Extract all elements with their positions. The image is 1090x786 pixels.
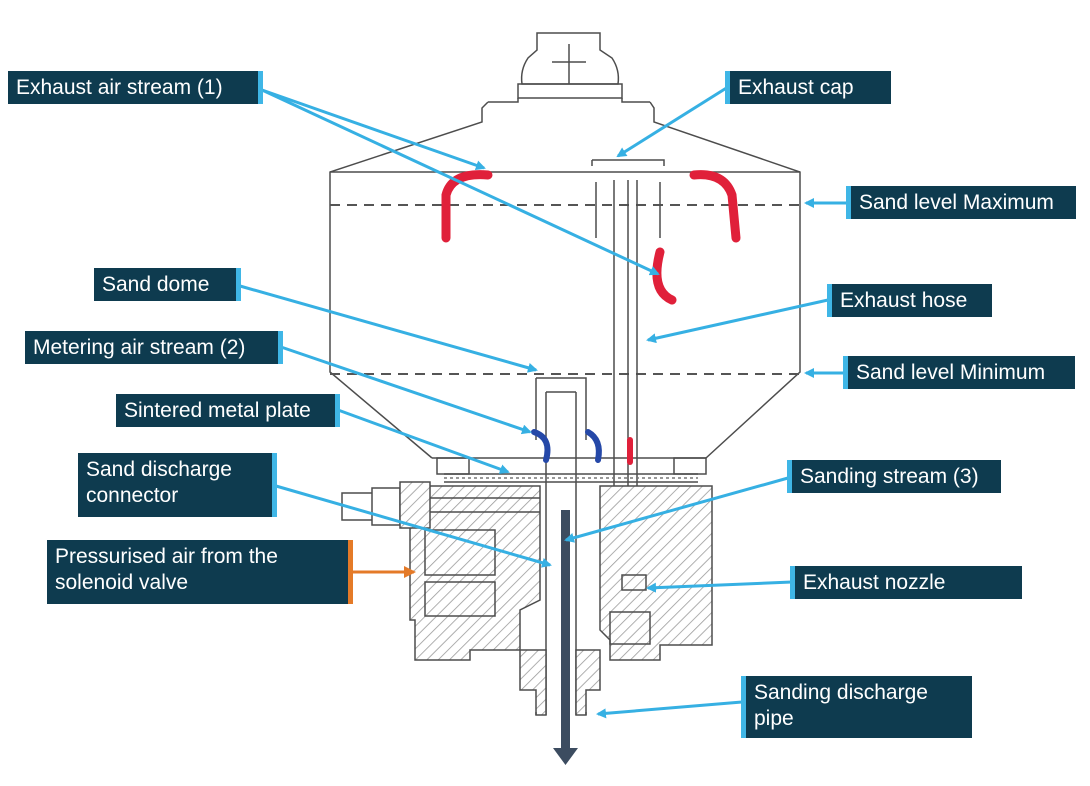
label-sand-dome: Sand dome <box>94 268 241 301</box>
leader-lines <box>239 85 848 719</box>
discharge-arrow-head <box>553 748 578 765</box>
leader-sintered-plate <box>337 408 510 474</box>
label-exhaust-hose: Exhaust hose <box>827 284 992 317</box>
leader-exhaust-hose <box>646 298 829 344</box>
leader-exhaust-nozzle <box>646 580 793 593</box>
metering-air-arrows <box>531 429 602 463</box>
blue-arrow-left <box>531 429 551 463</box>
blue-arrow-right <box>585 429 602 463</box>
label-sand-level-min: Sand level Minimum <box>843 356 1075 389</box>
leader-exhaust-air-2 <box>261 88 660 276</box>
label-pressurised-air: Pressurised air from the solenoid valve <box>47 540 353 604</box>
sander-body <box>329 32 801 716</box>
label-sand-discharge-connector: Sand discharge connector <box>78 453 277 517</box>
sand-dome <box>535 377 587 440</box>
red-arrow-right <box>689 170 741 243</box>
leader-sanding-stream <box>564 476 789 543</box>
top-breather-fitting <box>520 32 620 85</box>
leader-sanding-discharge-pipe <box>596 700 743 719</box>
label-exhaust-nozzle: Exhaust nozzle <box>790 566 1022 599</box>
label-sanding-discharge-pipe: Sanding discharge pipe <box>741 676 972 738</box>
label-sintered-metal-plate: Sintered metal plate <box>116 394 340 427</box>
exhaust-cap <box>591 159 665 166</box>
leader-metering-air <box>280 345 532 435</box>
leader-sand-discharge-connector <box>275 484 552 568</box>
label-exhaust-cap: Exhaust cap <box>725 71 891 104</box>
leader-sand-dome <box>239 284 538 373</box>
label-sand-level-max: Sand level Maximum <box>846 186 1076 219</box>
hopper-outline <box>329 98 801 459</box>
label-exhaust-air-stream: Exhaust air stream (1) <box>8 71 263 104</box>
discharge-arrow-shaft <box>561 510 570 750</box>
label-sanding-stream: Sanding stream (3) <box>787 460 1001 493</box>
sintered-plate <box>432 457 706 483</box>
label-metering-air-stream: Metering air stream (2) <box>25 331 283 364</box>
leader-exhaust-cap <box>616 85 729 158</box>
leader-exhaust-air-1 <box>261 88 486 171</box>
discharge-arrow <box>553 510 578 765</box>
red-arrow-center <box>652 247 677 305</box>
outlet-fitting <box>519 649 547 716</box>
